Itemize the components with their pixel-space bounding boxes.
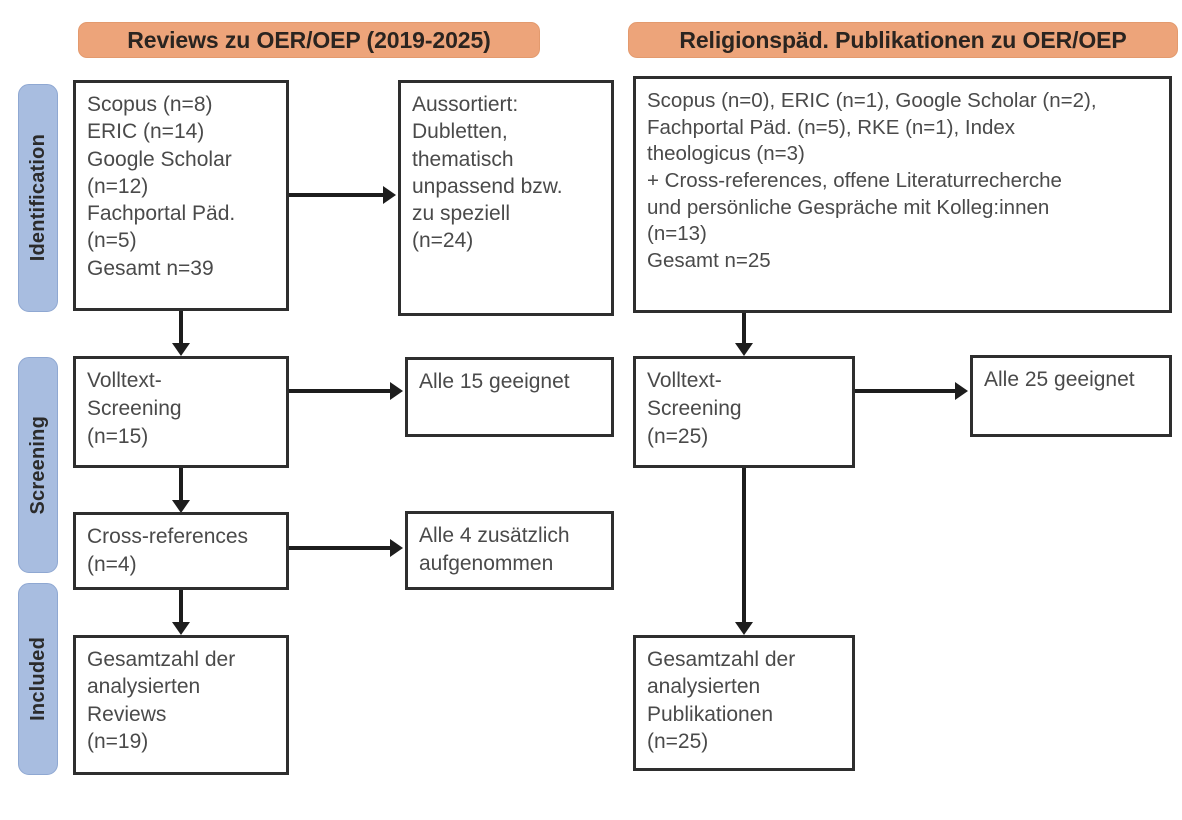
connector-left-screening-to-crossrefs — [179, 468, 183, 500]
box-left-sources: Scopus (n=8) ERIC (n=14) Google Scholar … — [73, 80, 289, 311]
column-header-reviews: Reviews zu OER/OEP (2019-2025) — [78, 22, 540, 58]
box-left-crossrefs-result: Alle 4 zusätzlich aufgenommen — [405, 511, 614, 590]
box-right-included: Gesamtzahl der analysierten Publikatione… — [633, 635, 855, 771]
arrowhead-right-screening-to-included — [735, 622, 753, 635]
connector-left-sources-to-screening — [179, 311, 183, 343]
connector-right-screening-to-included — [742, 468, 746, 623]
connector-left-screening-to-result — [289, 389, 390, 393]
box-left-crossrefs: Cross-references (n=4) — [73, 512, 289, 590]
stage-label-screening: Screening — [26, 415, 49, 515]
stage-pill-screening: Screening — [18, 357, 58, 573]
box-left-included: Gesamtzahl der analysierten Reviews (n=1… — [73, 635, 289, 775]
connector-left-crossrefs-to-result — [289, 546, 390, 550]
box-right-sources: Scopus (n=0), ERIC (n=1), Google Scholar… — [633, 76, 1172, 313]
connector-right-sources-to-screening — [742, 313, 746, 343]
box-right-fulltext-screening: Volltext- Screening (n=25) — [633, 356, 855, 468]
arrowhead-left-crossrefs-to-result — [390, 539, 403, 557]
arrowhead-left-crossrefs-to-included — [172, 622, 190, 635]
arrowhead-left-sources-to-screening — [172, 343, 190, 356]
stage-pill-identification: Identification — [18, 84, 58, 312]
arrowhead-left-screening-to-crossrefs — [172, 500, 190, 513]
box-left-fulltext-screening: Volltext- Screening (n=15) — [73, 356, 289, 468]
box-left-excluded: Aussortiert: Dubletten, thematisch unpas… — [398, 80, 614, 316]
box-left-screening-result: Alle 15 geeignet — [405, 357, 614, 437]
arrowhead-left-screening-to-result — [390, 382, 403, 400]
connector-right-screening-to-result — [855, 389, 955, 393]
stage-pill-included: Included — [18, 583, 58, 775]
column-header-religionspaed: Religionspäd. Publikationen zu OER/OEP — [628, 22, 1178, 58]
stage-label-identification: Identification — [26, 134, 49, 262]
arrowhead-right-screening-to-result — [955, 382, 968, 400]
connector-left-crossrefs-to-included — [179, 590, 183, 622]
connector-left-sources-to-excluded — [289, 193, 383, 197]
stage-label-included: Included — [26, 637, 49, 721]
box-right-screening-result: Alle 25 geeignet — [970, 355, 1172, 437]
arrowhead-right-sources-to-screening — [735, 343, 753, 356]
arrowhead-left-sources-to-excluded — [383, 186, 396, 204]
